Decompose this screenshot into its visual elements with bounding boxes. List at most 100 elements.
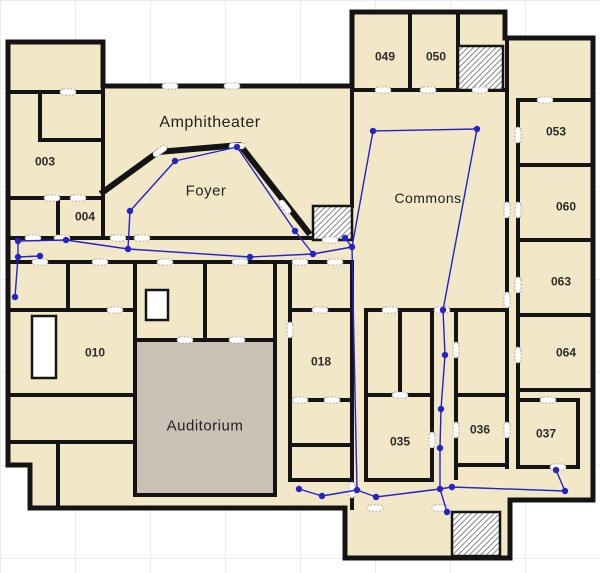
graph-edge (174, 146, 238, 162)
graph-edge (372, 128, 478, 132)
graph-node (291, 227, 299, 235)
door-marker (419, 86, 437, 94)
graph-edge (439, 488, 448, 513)
door-marker (133, 234, 151, 242)
graph-edge (129, 160, 176, 212)
graph-node (436, 485, 444, 493)
graph-node (439, 306, 447, 314)
door-marker (514, 346, 522, 364)
graph-node (372, 493, 380, 501)
graph-node (437, 405, 445, 413)
auditorium-room (133, 338, 277, 497)
door-marker (223, 82, 241, 90)
door-marker (323, 396, 341, 404)
graph-nodes-layer (11, 125, 569, 516)
room-label-064: 064 (556, 345, 576, 359)
graph-edge (127, 248, 251, 258)
door-marker (291, 396, 309, 404)
room-label-050: 050 (426, 49, 446, 63)
graph-edge (442, 128, 478, 311)
door-marker (503, 421, 511, 439)
graph-node (14, 253, 22, 261)
room-label-063: 063 (551, 274, 571, 288)
graph-edge (127, 210, 131, 250)
graph-node (36, 252, 44, 260)
graph-edge (17, 255, 41, 258)
graph-node (11, 293, 19, 301)
graph-edge (249, 253, 314, 258)
door-marker (176, 336, 194, 344)
graph-edge (294, 230, 314, 255)
graph-edge (65, 239, 129, 250)
door-marker (43, 194, 61, 202)
door-marker (24, 234, 42, 242)
door-marker (391, 391, 409, 399)
graph-edge (356, 489, 377, 498)
graph-node (436, 444, 444, 452)
graph-edge (440, 354, 446, 410)
door-marker (311, 306, 329, 314)
door-marker (286, 321, 294, 339)
graph-node (14, 237, 22, 245)
graph-node (348, 243, 356, 251)
door-marker (366, 504, 384, 512)
graph-node (353, 486, 361, 494)
closet-box (30, 314, 58, 380)
door-marker (91, 258, 109, 266)
door-marker (69, 194, 87, 202)
door-marker (452, 341, 460, 359)
room-label-010: 010 (85, 345, 105, 359)
graph-node (309, 250, 317, 258)
room-label-foyer: Foyer (186, 182, 227, 199)
door-marker (514, 276, 522, 294)
graph-edge (451, 486, 566, 492)
door-marker (31, 258, 49, 266)
graph-edge (14, 256, 19, 298)
graph-edge (321, 489, 358, 497)
room-label-035: 035 (390, 434, 410, 448)
door-marker (514, 201, 522, 219)
door-marker (452, 421, 460, 439)
door-marker (231, 258, 249, 266)
graph-node (341, 234, 349, 242)
door-marker (326, 258, 344, 266)
room-label-049: 049 (375, 49, 395, 63)
door-marker (471, 86, 489, 94)
room-label-004: 004 (75, 209, 95, 223)
graph-edge (439, 408, 442, 449)
door-marker (228, 336, 246, 344)
graph-edge (298, 488, 323, 497)
stairs-layer (311, 44, 505, 558)
door-marker (106, 306, 124, 314)
closet-box (144, 288, 170, 322)
graph-edge (555, 469, 566, 492)
graph-node (126, 207, 134, 215)
door-marker (431, 504, 449, 512)
door-marker (109, 234, 127, 242)
graph-node (448, 483, 456, 491)
door-marker (381, 306, 399, 314)
door-marker (321, 236, 339, 244)
graph-node (171, 157, 179, 165)
room-label-003: 003 (35, 154, 55, 168)
room-label-auditorium: Auditorium (167, 417, 244, 434)
door-marker (59, 88, 77, 96)
stairs-icon (456, 44, 505, 92)
graph-node (443, 508, 451, 516)
graph-edge (442, 309, 446, 356)
door-marker (514, 126, 522, 144)
door-marker (156, 258, 174, 266)
graph-edge (351, 246, 358, 491)
graph-edge (351, 130, 374, 248)
graph-node (246, 253, 254, 261)
door-marker (428, 431, 436, 449)
room-label-commons: Commons (394, 190, 461, 206)
graph-node (62, 236, 70, 244)
graph-node (473, 125, 481, 133)
graph-node (318, 492, 326, 500)
graph-edges-layer (14, 128, 566, 513)
door-marker (161, 82, 179, 90)
graph-node (552, 466, 560, 474)
